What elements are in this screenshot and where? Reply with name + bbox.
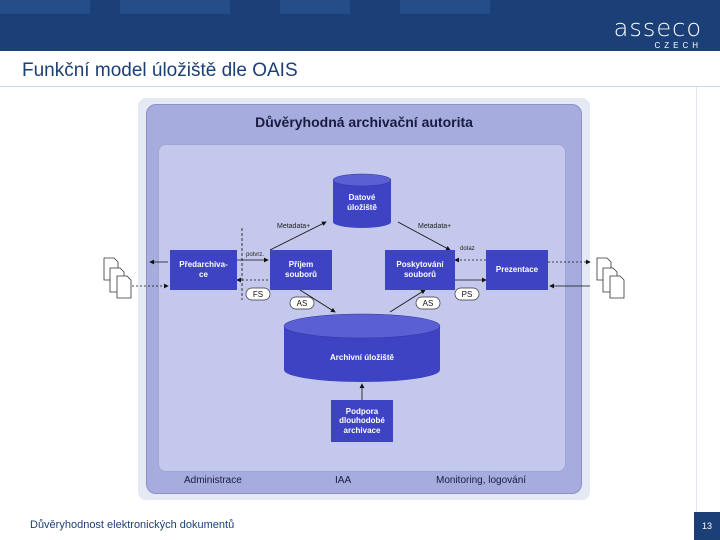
document-icon-left [103, 257, 132, 299]
query-label: dotaz [460, 246, 475, 252]
data-storage-cylinder [332, 173, 392, 228]
box-prezentace: Prezentace [486, 250, 548, 290]
page-number: 13 [694, 512, 720, 540]
archive-storage-cylinder [283, 313, 441, 382]
package-fs-label: FS [252, 290, 264, 299]
footer-text: Důvěryhodnost elektronických dokumentů [30, 519, 235, 531]
receipt-label: potvrz. [246, 252, 265, 258]
package-as-left [289, 296, 315, 310]
footer-bar: Důvěryhodnost elektronických dokumentů [0, 512, 720, 540]
slide-title: Funkční model úložiště dle OAIS [22, 60, 298, 81]
package-ps [454, 287, 480, 301]
package-ps-label: PS [461, 290, 473, 299]
header-decor-block [120, 0, 230, 14]
arrow-to-archive [299, 289, 336, 313]
document-icon-right [596, 257, 625, 299]
box-podpora: Podpora dlouhodobé archivace [331, 400, 393, 442]
arrow-metadata-left [269, 221, 327, 251]
package-as-right [415, 296, 441, 310]
archive-storage-label: Archivní úložiště [329, 353, 394, 362]
logo-main-text: asseco [613, 14, 702, 42]
diagram-title: Důvěryhodná archivační autorita [255, 114, 473, 130]
metadata-left-label: Metadata+ [277, 223, 311, 230]
logo-sub-text: CZECH REPUBLIC [630, 41, 702, 51]
arrow-metadata-right [397, 221, 451, 251]
package-as-left-label: AS [296, 299, 308, 308]
header-decor-block [0, 0, 90, 14]
box-prijem: Příjem souborů [270, 250, 332, 290]
package-as-right-label: AS [422, 299, 434, 308]
header-bar: asseco CZECH REPUBLIC [0, 0, 720, 51]
header-decor-block [400, 0, 490, 14]
divider [696, 87, 697, 512]
package-fs [245, 287, 271, 301]
label-administrace: Administrace [184, 475, 242, 486]
arrow-from-archive [389, 289, 426, 313]
asseco-logo: asseco CZECH REPUBLIC [582, 14, 702, 51]
header-decor-block [280, 0, 350, 14]
box-poskytovani: Poskytování souborů [385, 250, 455, 290]
box-predarchivace: Předarchiva- ce [170, 250, 237, 290]
metadata-right-label: Metadata+ [418, 223, 452, 230]
title-bar: Funkční model úložiště dle OAIS [0, 51, 720, 87]
label-iaa: IAA [335, 475, 352, 486]
label-monitoring: Monitoring, logování [436, 475, 527, 486]
data-storage-label: Datové úložiště [347, 193, 377, 212]
